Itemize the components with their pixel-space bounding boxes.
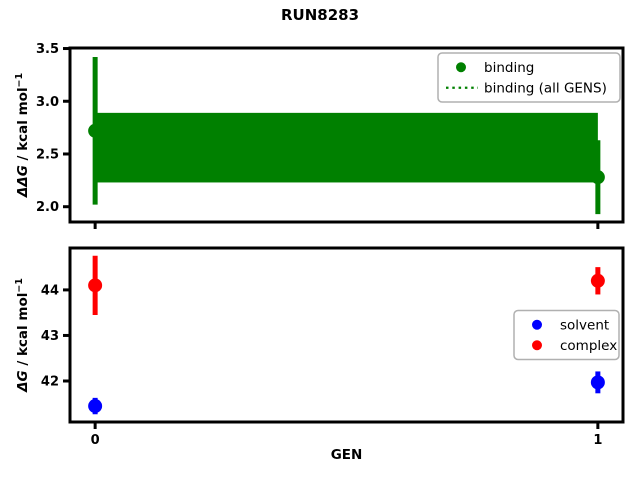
y-tick-label: 44 xyxy=(41,283,59,298)
legend-marker-dot xyxy=(532,340,542,351)
legend-marker-dot xyxy=(532,319,542,330)
y-tick-label: 2.5 xyxy=(36,147,59,162)
y-axis-label: ΔΔG / kcal mol−1 xyxy=(14,73,31,198)
y-tick-label: 42 xyxy=(41,375,59,390)
solvent-data-point xyxy=(590,375,605,390)
solvent-data-point xyxy=(88,399,103,414)
complex-data-point xyxy=(88,278,103,293)
y-axis-label: ΔG / kcal mol−1 xyxy=(14,278,31,393)
axes-spines xyxy=(68,46,625,224)
legend-marker-dot xyxy=(456,62,466,73)
x-axis-label: GEN xyxy=(331,447,363,463)
legend-label: binding (all GENS) xyxy=(484,80,607,96)
legend-label: binding xyxy=(484,60,534,76)
legend: solvent complex xyxy=(513,309,620,361)
legend: binding binding (all GENS) xyxy=(437,52,621,103)
legend-label: complex xyxy=(560,338,617,354)
binding-data-point xyxy=(88,123,103,138)
y-tick-label: 43 xyxy=(41,329,59,344)
legend-box xyxy=(437,52,621,103)
x-tick-label: 0 xyxy=(91,433,100,448)
y-tick-label: 3.0 xyxy=(36,95,59,110)
complex-data-point xyxy=(590,273,605,288)
y-tick-label: 3.5 xyxy=(36,42,59,57)
uncertainty-band xyxy=(95,112,598,183)
chart-title: RUN8283 xyxy=(280,6,360,24)
binding-data-point xyxy=(590,170,605,185)
x-tick-label: 1 xyxy=(593,433,602,448)
legend-label: solvent xyxy=(560,317,609,333)
y-tick-label: 2.0 xyxy=(36,200,59,215)
